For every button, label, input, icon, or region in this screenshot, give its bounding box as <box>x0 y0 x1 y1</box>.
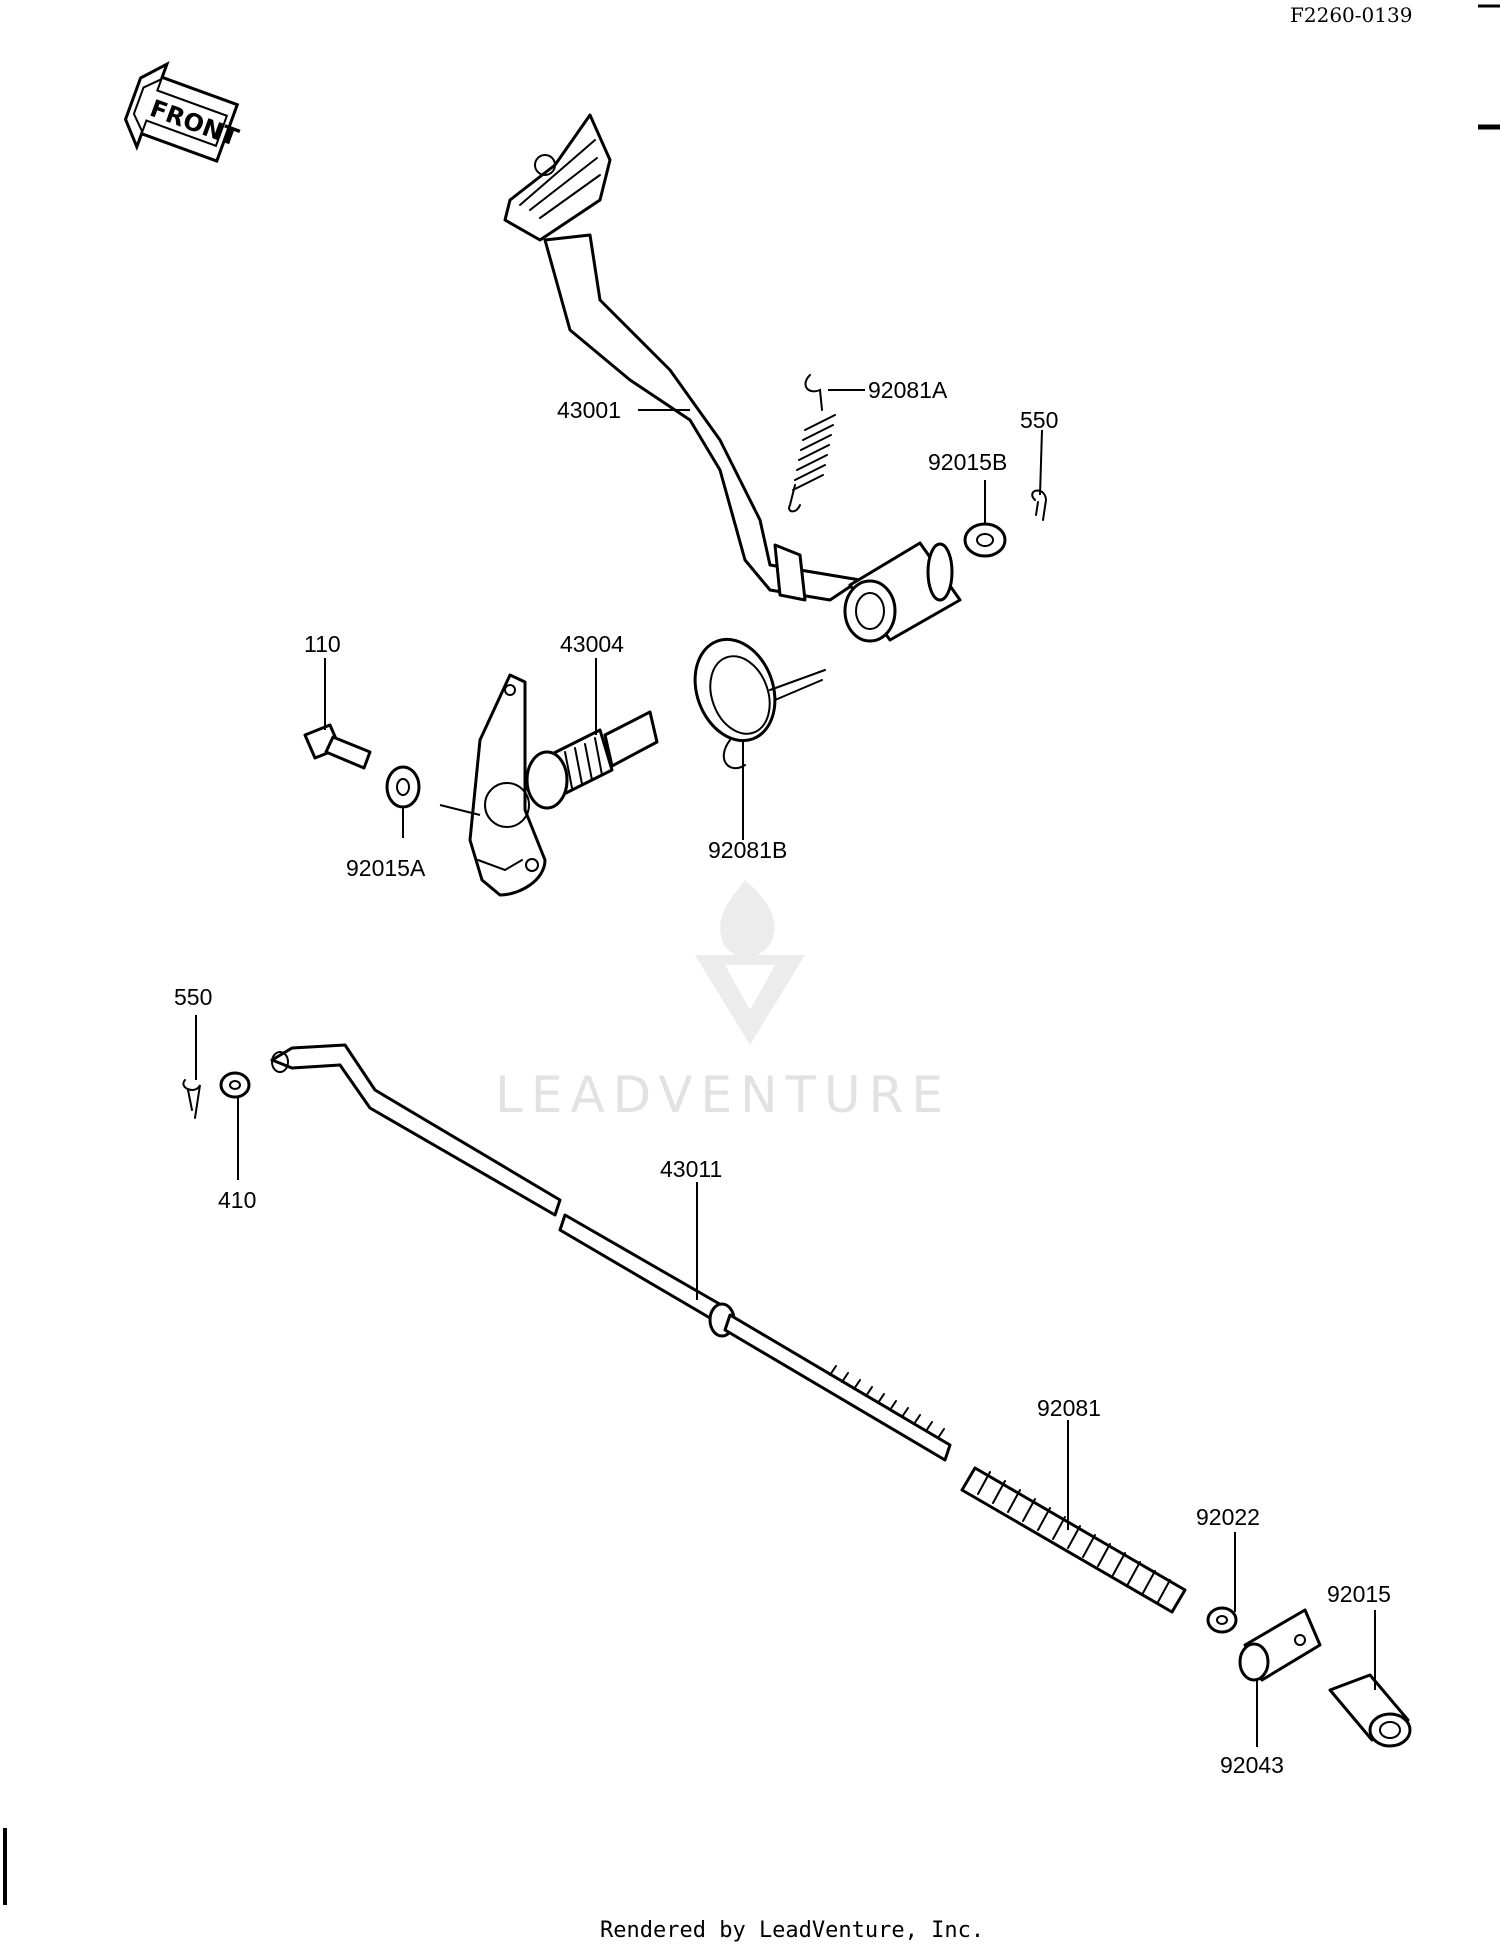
callout-410: 410 <box>218 1187 256 1213</box>
washer-92015B <box>963 522 1007 558</box>
footer-credit: Rendered by LeadVenture, Inc. <box>600 1918 984 1943</box>
spring-92081 <box>960 1466 1187 1614</box>
watermark-text: LEADVENTURE <box>495 1066 951 1124</box>
washer-92015A <box>385 765 421 809</box>
callout-92081B: 92081B <box>708 837 787 863</box>
callout-92081A: 92081A <box>868 377 948 403</box>
collar-92015 <box>1328 1673 1412 1748</box>
callout-92015: 92015 <box>1327 1581 1391 1607</box>
callout-43004: 43004 <box>560 631 624 657</box>
pedal-sleeve <box>843 541 962 643</box>
leader-lines <box>195 389 1376 1747</box>
washer-410 <box>219 1071 251 1099</box>
spring-92081A <box>788 374 836 513</box>
callout-550-bottom: 550 <box>174 984 212 1010</box>
front-arrow-icon: FRONT <box>123 61 243 163</box>
callout-92022: 92022 <box>1196 1504 1260 1530</box>
callout-92081: 92081 <box>1037 1395 1101 1421</box>
brake-arm-43004 <box>468 673 659 897</box>
return-spring-92081B <box>693 637 826 770</box>
callout-92043: 92043 <box>1220 1752 1284 1778</box>
callout-43011: 43011 <box>660 1156 722 1182</box>
cotter-pin-550 <box>1031 489 1048 521</box>
brake-rod-43011 <box>270 1043 952 1462</box>
callout-43001: 43001 <box>557 397 621 423</box>
callout-110: 110 <box>304 631 341 657</box>
watermark-logo <box>695 880 805 1045</box>
washer-92022 <box>1206 1606 1238 1634</box>
bolt-110 <box>303 723 372 770</box>
callout-550-top: 550 <box>1020 407 1058 433</box>
pin-92043 <box>1238 1608 1322 1682</box>
brake-pedal-43001 <box>503 113 862 602</box>
cotter-pin-550-bottom <box>182 1079 201 1119</box>
callout-92015A: 92015A <box>346 855 426 881</box>
drawing-code: F2260-0139 <box>1290 3 1412 27</box>
callout-92015B: 92015B <box>928 449 1007 475</box>
